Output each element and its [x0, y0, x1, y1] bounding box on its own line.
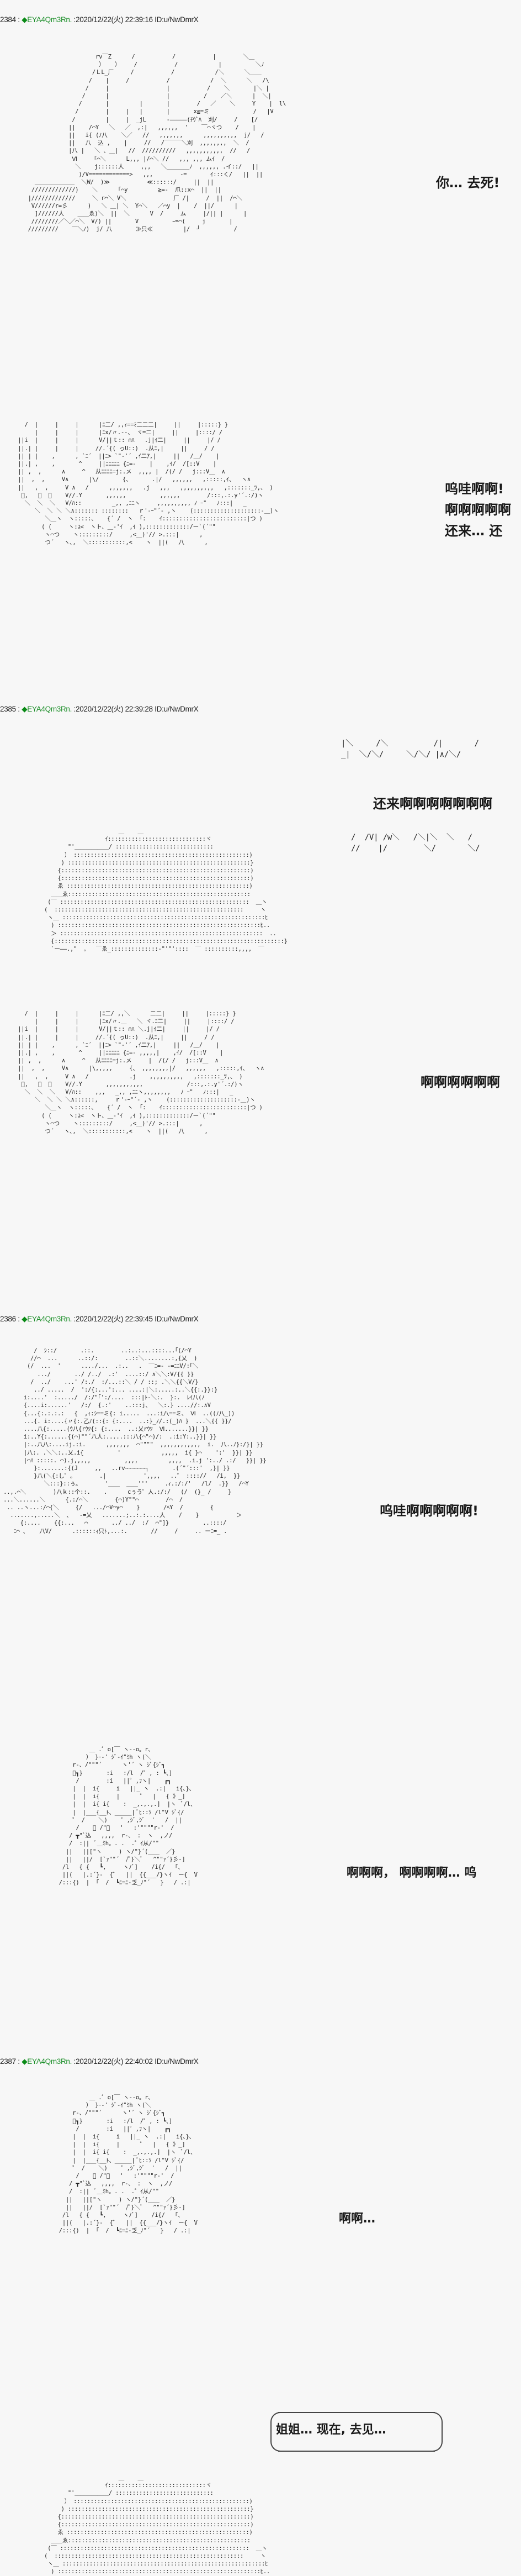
ascii-art-panel: ＿ ＿ ｲ:::::::::::::::::::::::::::::ヾ "'＿＿…: [44, 828, 288, 953]
ascii-art-panel: / | | | |ﾆ二/ ,,ｨ==ﾐ二二二| || |:::::} } | |…: [18, 422, 279, 546]
ascii-art-panel: ＿ ＿ ｲ:::::::::::::::::::::::::::::ヾ "'＿＿…: [44, 2474, 270, 2575]
jagged-bubble-bottom: / /V| /w＼ /＼|＼ ＼ / // |/ ＼/ ＼/: [351, 833, 480, 853]
post-datetime: :2020/12/22(火) 22:40:02: [72, 2057, 153, 2066]
ascii-art-panel: ＿ .゜o[￣ ヽ--o。r、 ） }ｰ-' ｼﾞ-ｲ"ﾐh ヽ(＼ r-、/"…: [59, 1746, 198, 1887]
post-header: 2386 : ◆EYA4Qm3Rn. :2020/12/22(火) 22:39:…: [0, 1315, 199, 1323]
jagged-bubble-top: |＼ /＼ /| / _| ＼/＼/ ＼/＼/ |∧/＼/: [341, 739, 479, 759]
post-id[interactable]: ID:u/NwDmrX: [152, 1315, 199, 1323]
speech-text: 呜哇啊啊啊啊啊!: [380, 1503, 479, 1519]
speech-text: 姐姐… 现在, 去见…: [276, 2423, 386, 2437]
post-number: 2384: [0, 15, 16, 24]
post-id[interactable]: ID:u/NwDmrX: [152, 2057, 199, 2066]
speech-line: 啊啊啊啊啊: [445, 502, 511, 518]
speech-line: 呜哇啊啊!: [445, 481, 504, 497]
post-header: 2387 : ◆EYA4Qm3Rn. :2020/12/22(火) 22:40:…: [0, 2057, 199, 2066]
ascii-art-panel: rv￣Z / / | ＼＿ ） ） / / | ＼ﾉ /ＬL_厂 / / /＼ …: [28, 54, 286, 233]
post-header: 2385 : ◆EYA4Qm3Rn. :2020/12/22(火) 22:39:…: [0, 705, 199, 713]
speech-text: 啊啊啊啊啊啊: [421, 1074, 500, 1090]
speech-text: 你… 去死!: [436, 175, 500, 191]
post-number: 2386: [0, 1315, 16, 1323]
post-datetime: :2020/12/22(火) 22:39:28: [72, 705, 153, 713]
ascii-art-panel: ＿ .゜o[￣ ヽ--o。r、 ） }ｰ-' ｼﾞ-ｲ"ﾐh ヽ(＼ r-、/"…: [59, 2094, 198, 2235]
tripcode-link[interactable]: EYA4Qm3Rn.: [27, 705, 72, 713]
post-id[interactable]: ID:u/NwDmrX: [152, 705, 199, 713]
speech-text: 啊啊…: [339, 2212, 376, 2226]
speech-text: 啊啊啊， 啊啊啊啊… 呜: [347, 1866, 477, 1880]
post-datetime: :2020/12/22(火) 22:39:16: [72, 15, 153, 24]
tripcode-diamond-icon: ◆: [22, 705, 28, 713]
post-number: 2387: [0, 2057, 16, 2066]
post-datetime: :2020/12/22(火) 22:39:45: [72, 1315, 153, 1323]
ascii-art-panel: / ｼ::/ .::. ..:..:...::::...｢(/⌒Y //⌒ ..…: [3, 1347, 267, 1535]
ascii-art-panel: / | | | |ﾆ二/ ,,＼ 二二| || |:::::} } | | | …: [18, 1010, 264, 1135]
post-id[interactable]: ID:u/NwDmrX: [152, 15, 199, 24]
speech-line: 还来… 还: [445, 523, 503, 539]
tripcode-link[interactable]: EYA4Qm3Rn.: [27, 2057, 72, 2066]
post-number: 2385: [0, 705, 16, 713]
tripcode-diamond-icon: ◆: [22, 1315, 28, 1323]
tripcode-diamond-icon: ◆: [22, 15, 28, 24]
post-header: 2384 : ◆EYA4Qm3Rn. :2020/12/22(火) 22:39:…: [0, 15, 199, 24]
speech-text: 还来啊啊啊啊啊啊啊: [373, 796, 492, 812]
tripcode-link[interactable]: EYA4Qm3Rn.: [27, 15, 72, 24]
tripcode-diamond-icon: ◆: [22, 2057, 28, 2066]
tripcode-link[interactable]: EYA4Qm3Rn.: [27, 1315, 72, 1323]
